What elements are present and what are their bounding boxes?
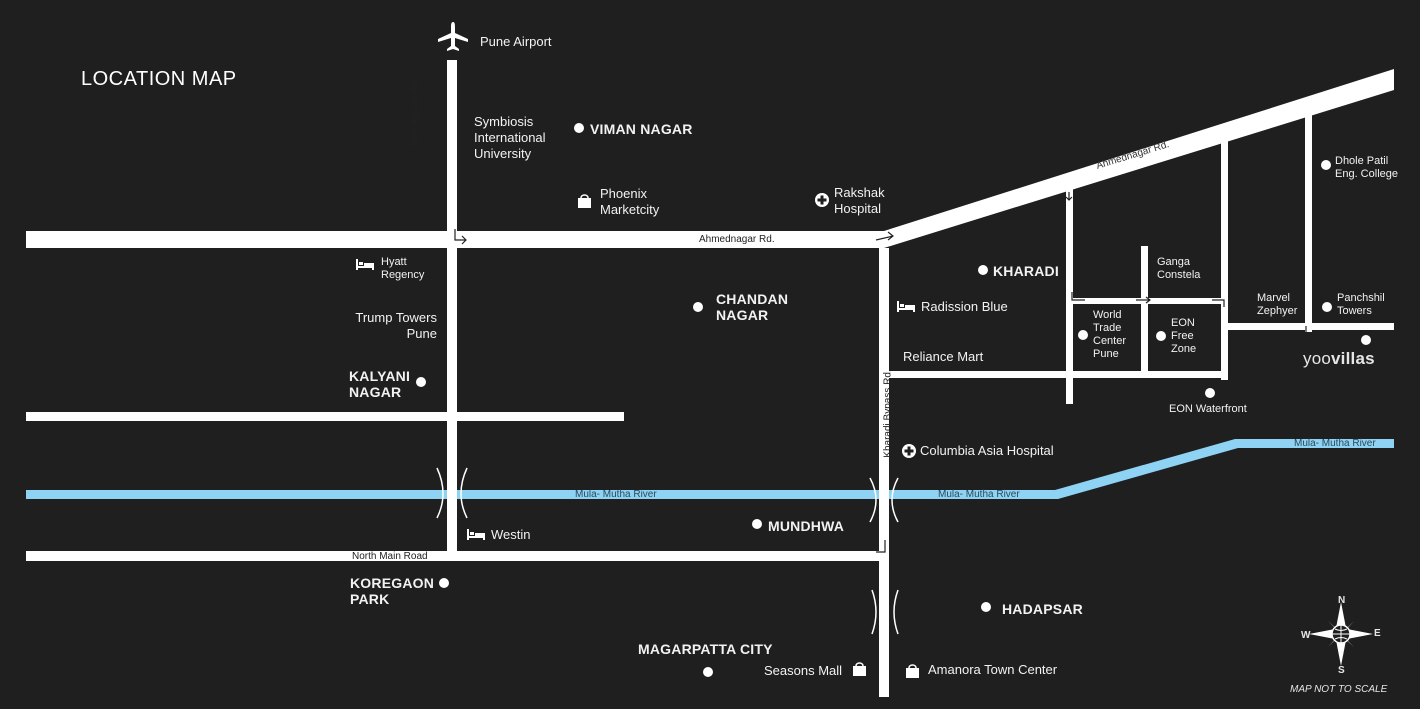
north-main-road-label: North Main Road <box>352 551 428 562</box>
reliance-road <box>889 371 1227 378</box>
eon-free-dot <box>1156 331 1166 341</box>
kharadi-bypass-road-label: Kharadi Bypass Rd. <box>882 369 894 458</box>
compass-west: W <box>1301 630 1311 641</box>
koregaon-dot <box>439 578 449 588</box>
hadapsar-dot <box>981 602 991 612</box>
kharadi-road-4 <box>1141 246 1148 376</box>
pune-airport-label: Pune Airport <box>480 34 552 49</box>
river <box>26 439 1394 499</box>
chandan-dot <box>693 302 703 312</box>
panchshil-road <box>1228 323 1394 330</box>
compass-north: N <box>1338 595 1346 606</box>
marvel-label: Marvel Zephyer <box>1257 292 1298 317</box>
magarpatta-dot <box>703 667 713 677</box>
scale-note: MAP NOT TO SCALE <box>1290 684 1388 695</box>
hospital-icon <box>815 193 829 209</box>
shopping-bag-icon <box>578 193 591 210</box>
kharadi-cross-road <box>1066 298 1228 304</box>
amanora-label: Amanora Town Center <box>928 662 1058 677</box>
hadapsar-label: HADAPSAR <box>1002 601 1083 617</box>
shopping-bag-icon <box>906 663 919 680</box>
yoovillas-dot <box>1361 335 1371 345</box>
hotel-icon <box>356 258 374 272</box>
kharadi-bypass-road <box>879 248 889 697</box>
viman-nagar-label: VIMAN NAGAR <box>590 121 693 137</box>
ganga-label: Ganga Constela <box>1157 256 1201 281</box>
kharadi-road-1 <box>1066 185 1073 404</box>
new-airport-road-label: New Airport Rd. <box>410 77 421 148</box>
road-kalyani <box>26 412 624 421</box>
trump-label: Trump Towers Pune <box>355 310 437 341</box>
kharadi-label: KHARADI <box>993 263 1059 279</box>
kharadi-dot <box>978 265 988 275</box>
phoenix-label: Phoenix Marketcity <box>600 186 660 217</box>
new-airport-road <box>447 60 457 552</box>
river-label-1: Mula- Mutha River <box>575 489 657 500</box>
wtc-label: World Trade Center Pune <box>1093 309 1127 360</box>
eon-waterfront-dot <box>1205 388 1215 398</box>
eon-waterfront-label: EON Waterfront <box>1169 403 1247 415</box>
kharadi-road-2 <box>1221 140 1228 380</box>
compass-icon <box>1309 602 1373 666</box>
columbia-label: Columbia Asia Hospital <box>920 443 1054 458</box>
brand-part-2: villas <box>1331 349 1375 368</box>
kalyani-label: KALYANI NAGAR <box>349 368 411 400</box>
hotel-icon <box>467 528 485 542</box>
chandan-label: CHANDAN NAGAR <box>716 291 789 323</box>
river-label-3: Mula- Mutha River <box>1294 438 1376 449</box>
koregaon-label: KOREGAON PARK <box>350 575 435 607</box>
hospital-icon <box>902 444 916 460</box>
panchshil-label: Panchshil Towers <box>1337 292 1385 317</box>
kharadi-road-3 <box>1305 112 1312 332</box>
ahmednagar-road-diagonal <box>884 69 1394 248</box>
symbiosis-label: Symbiosis International University <box>474 114 546 161</box>
hotel-icon <box>897 300 915 314</box>
hyatt-label: Hyatt Regency <box>381 256 425 281</box>
river-label-2: Mula- Mutha River <box>938 489 1020 500</box>
viman-nagar-dot <box>574 123 584 133</box>
mundhwa-dot <box>752 519 762 529</box>
westin-label: Westin <box>491 527 531 542</box>
shopping-bag-icon <box>853 661 866 678</box>
map-title: LOCATION MAP <box>81 68 237 90</box>
north-main-road <box>26 551 879 561</box>
magarpatta-label: MAGARPATTA CITY <box>638 641 773 657</box>
airplane-icon <box>437 22 469 54</box>
eon-free-label: EON Free Zone <box>1171 317 1197 355</box>
wtc-dot <box>1078 330 1088 340</box>
ahmednagar-road-label: Ahmednagar Rd. <box>699 234 775 245</box>
kalyani-dot <box>416 377 426 387</box>
compass-east: E <box>1374 628 1381 639</box>
seasons-label: Seasons Mall <box>764 663 843 678</box>
dhole-dot <box>1321 160 1331 170</box>
yoovillas-brand: yoovillas <box>1303 349 1375 369</box>
compass-south: S <box>1338 665 1345 676</box>
rakshak-label: Rakshak Hospital <box>834 185 885 216</box>
mundhwa-label: MUNDHWA <box>768 518 845 534</box>
dhole-label: Dhole Patil Eng. College <box>1335 155 1398 180</box>
reliance-label: Reliance Mart <box>903 349 984 364</box>
brand-part-1: yoo <box>1303 349 1332 368</box>
panchshil-dot <box>1322 302 1332 312</box>
radisson-label: Radission Blue <box>921 299 1008 314</box>
